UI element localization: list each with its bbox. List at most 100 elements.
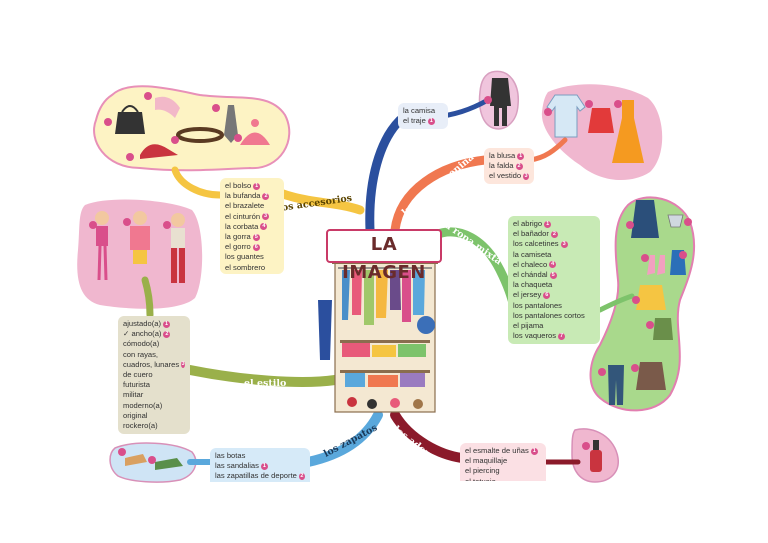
word-text: las zapatillas de deporte [215, 471, 297, 481]
picture-number-badge: 3 [560, 241, 568, 248]
word-text: el tatuaje [465, 477, 496, 481]
word-text: cómodo(a) [123, 339, 160, 349]
adornos-word-item: el tatuaje [465, 477, 541, 481]
zapatos-word-item: las botas [215, 451, 305, 461]
word-text: el bolso [225, 181, 252, 190]
style-pictures [95, 211, 185, 283]
swimsuit-icon [667, 214, 684, 228]
estilo-word-item: de cuero [123, 370, 185, 380]
word-text: futurista [123, 380, 151, 390]
picture-number-badge: 1 [260, 462, 268, 470]
adornos-word-item: el piercing [465, 466, 541, 476]
jacket-icon [636, 285, 666, 310]
word-text: los calcetines [513, 239, 559, 249]
word-text: el esmalte de uñas [465, 446, 529, 455]
word-text: el piercing [465, 466, 500, 476]
word-text: moderno(a) [123, 400, 163, 410]
picture-number-badge: 1 [253, 182, 261, 190]
estilo-word-item: militar [123, 390, 185, 400]
picture-number-badge: 3 [523, 173, 529, 180]
word-text: los pantalones [513, 300, 562, 310]
mixta-word-item: el pijama [513, 321, 595, 331]
skirt-icon [588, 108, 614, 133]
word-text: rockero(a) [123, 421, 158, 431]
word-text: ✓ ancho(a) [123, 329, 162, 339]
word-text: los guantes [225, 252, 264, 262]
mixta-word-item: la chaqueta [513, 280, 595, 290]
word-text: de cuero [123, 370, 153, 380]
estilo-branch [185, 365, 340, 387]
word-text: el vestido [489, 171, 522, 181]
word-text: los pantalones cortos [513, 310, 585, 320]
word-text: original [123, 410, 148, 420]
sweater-icon [636, 362, 666, 390]
accesorios-word-item: el brazalete [225, 201, 279, 211]
bag-icon [115, 112, 145, 134]
mixta-to-picture [597, 293, 635, 313]
mixta-word-item: los pantalones [513, 301, 595, 311]
word-text: la falda [489, 161, 514, 171]
mixta-word-item: los pantalones cortos [513, 311, 595, 321]
word-text: el chaleco [513, 259, 548, 269]
picture-number-badge: 5 [549, 271, 557, 279]
adornments-pictures [590, 440, 602, 472]
picture-number-badge: 5 [252, 233, 260, 241]
vest-icon [653, 318, 673, 340]
word-text: cuadros, lunares [123, 359, 180, 369]
dress-icon [612, 100, 644, 163]
estilo-word-item: cómodo(a) [123, 339, 185, 349]
scarf-icon [155, 96, 180, 118]
women-pictures [546, 94, 644, 163]
estilo-word-item: original [123, 411, 185, 421]
picture-number-badge: 1 [163, 320, 170, 328]
femenina-branch [390, 155, 490, 235]
word-text: las botas [215, 451, 246, 460]
accesorios-word-item: los guantes [225, 252, 279, 262]
cap-icon [140, 144, 178, 159]
picture-number-badge: 2 [550, 230, 558, 238]
masculina-branch [365, 115, 405, 235]
mixta-word-item: la camiseta [513, 250, 595, 260]
word-text: la bufanda [225, 191, 261, 201]
estilo-word-item: ✓ ancho(a)2 [123, 329, 185, 339]
sandal-icon [125, 454, 147, 466]
word-text: el maquillaje [465, 456, 508, 466]
word-text: el brazalete [225, 201, 265, 211]
word-text: el traje [403, 116, 426, 126]
word-text: el bañador [513, 229, 549, 239]
word-text: la chaqueta [513, 280, 553, 290]
zapatos-branch [303, 410, 383, 467]
estilo-word-item: moderno(a) [123, 401, 185, 411]
nail-polish-icon [590, 450, 602, 472]
accessories-picture-connector [171, 166, 224, 199]
accessories-pictures [115, 96, 270, 159]
jeans-icon [608, 365, 624, 405]
suit-icon [490, 78, 511, 126]
femenina-to-picture [527, 137, 568, 163]
word-text: la corbata [225, 221, 259, 231]
belt-icon [176, 127, 224, 143]
estilo-to-picture [141, 276, 154, 319]
coat-icon [631, 200, 659, 238]
shoes-pictures [125, 454, 183, 470]
word-text: el jersey [513, 290, 542, 300]
